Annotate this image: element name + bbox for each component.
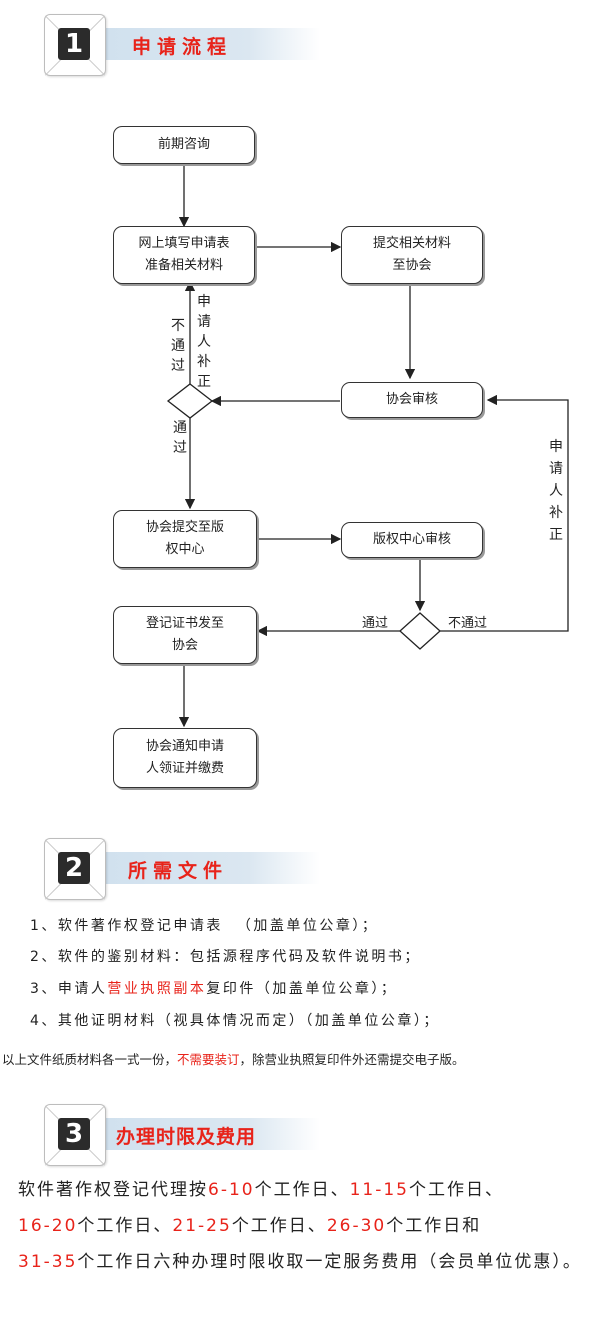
section-number: 2 <box>58 852 90 884</box>
doc-item-text: 4、其他证明材料（视具体情况而定）（加盖单位公章）； <box>30 1013 440 1029</box>
flow-step-association-review: 协会审核 <box>341 382 483 418</box>
flow-step-center-review: 版权中心审核 <box>341 522 483 558</box>
fees-text: 个工作日、 <box>231 1216 327 1236</box>
flow-step-label: 协会通知申请 <box>145 739 224 754</box>
doc-item-2: 2、软件的鉴别材料：包括源程序代码及软件说明书； <box>30 946 421 966</box>
note-highlight: 不需要装订 <box>177 1052 240 1067</box>
section-band <box>84 1118 320 1150</box>
section-band <box>84 852 320 884</box>
section-header-3: 3 办理时限及费用 <box>44 1104 320 1166</box>
fees-highlight: 21-25 <box>172 1216 232 1236</box>
flow-step-notify: 协会通知申请 人领证并缴费 <box>113 728 257 788</box>
flow-step-consult: 前期咨询 <box>113 126 255 164</box>
section-band <box>84 28 320 60</box>
fees-text: 个工作日、 <box>77 1216 173 1236</box>
flow-step-label: 提交相关材料 <box>372 236 451 251</box>
flow-step-certificate: 登记证书发至 协会 <box>113 606 257 664</box>
flow-step-label: 人领证并缴费 <box>145 761 224 776</box>
label-pass-2: 通过 <box>362 616 389 631</box>
label-not-pass: 不通过 <box>171 318 185 374</box>
doc-item-text: （加盖单位公章）； <box>236 918 379 934</box>
fees-highlight: 26-30 <box>326 1216 387 1236</box>
flow-step-label: 协会审核 <box>385 392 438 407</box>
fees-highlight: 6-10 <box>208 1180 255 1200</box>
section-title: 申请流程 <box>132 36 233 58</box>
flow-step-submit-to-center: 协会提交至版 权中心 <box>113 510 257 568</box>
section-header-2: 2 所需文件 <box>44 838 320 900</box>
flow-step-fill-form: 网上填写申请表 准备相关材料 <box>113 226 255 284</box>
flow-step-label: 登记证书发至 <box>145 616 224 631</box>
section-header-1: 1 申请流程 <box>44 14 320 76</box>
doc-item-1: 1、软件著作权登记申请表 （加盖单位公章）； <box>30 915 378 935</box>
note-text: 以上文件纸质材料各一式一份， <box>2 1052 178 1067</box>
flow-step-label: 准备相关材料 <box>144 258 223 273</box>
fees-text: 个工作日和 <box>386 1216 482 1236</box>
fees-text: 软件著作权登记代理按 <box>18 1180 208 1200</box>
label-applicant-fix-2: 申请人补正 <box>549 439 563 543</box>
fees-highlight: 16-20 <box>18 1216 78 1236</box>
doc-item-text: 复印件（加盖单位公章）； <box>206 981 398 997</box>
flow-step-submit-materials: 提交相关材料 至协会 <box>341 226 483 284</box>
doc-item-text: 3、申请人 <box>30 981 108 997</box>
fees-text: 个工作日六种办理时限收取一定服务费用（会员单位优惠）。 <box>77 1252 582 1272</box>
section-title: 办理时限及费用 <box>116 1126 257 1148</box>
flow-step-label: 权中心 <box>165 542 205 557</box>
flow-step-label: 协会提交至版 <box>145 520 224 535</box>
flow-step-label: 版权中心审核 <box>372 532 451 547</box>
label-not-pass-2: 不通过 <box>448 616 488 631</box>
fees-text: 个工作日、 <box>409 1180 504 1200</box>
doc-item-text: 2、软件的鉴别材料：包括源程序代码及软件说明书； <box>30 949 421 965</box>
section-number: 3 <box>58 1118 90 1150</box>
fees-highlight: 11-15 <box>349 1180 409 1200</box>
section-number: 1 <box>58 28 90 60</box>
flow-step-label: 至协会 <box>392 258 432 273</box>
fees-highlight: 31-35 <box>18 1252 78 1272</box>
label-pass: 通过 <box>173 420 187 456</box>
docs-note: 以上文件纸质材料各一式一份，不需要装订，除营业执照复印件外还需提交电子版。 <box>2 1049 465 1068</box>
label-applicant-fix: 申请人补正 <box>197 294 211 390</box>
flowchart-connectors <box>166 162 569 728</box>
doc-item-text: 1、软件著作权登记申请表 <box>30 918 223 934</box>
doc-item-4: 4、其他证明材料（视具体情况而定）（加盖单位公章）； <box>30 1010 440 1030</box>
fees-paragraph: 软件著作权登记代理按6-10个工作日、11-15个工作日、16-20个工作日、2… <box>18 1172 608 1280</box>
fees-text: 个工作日、 <box>254 1180 350 1200</box>
flow-step-label: 前期咨询 <box>157 137 210 152</box>
section-title: 所需文件 <box>128 860 229 882</box>
doc-item-highlight: 营业执照副本 <box>107 981 207 997</box>
flow-step-label: 协会 <box>171 638 198 653</box>
flow-step-label: 网上填写申请表 <box>138 236 230 251</box>
note-text: ，除营业执照复印件外还需提交电子版。 <box>239 1052 465 1067</box>
doc-item-3: 3、申请人营业执照副本复印件（加盖单位公章）； <box>30 978 397 998</box>
